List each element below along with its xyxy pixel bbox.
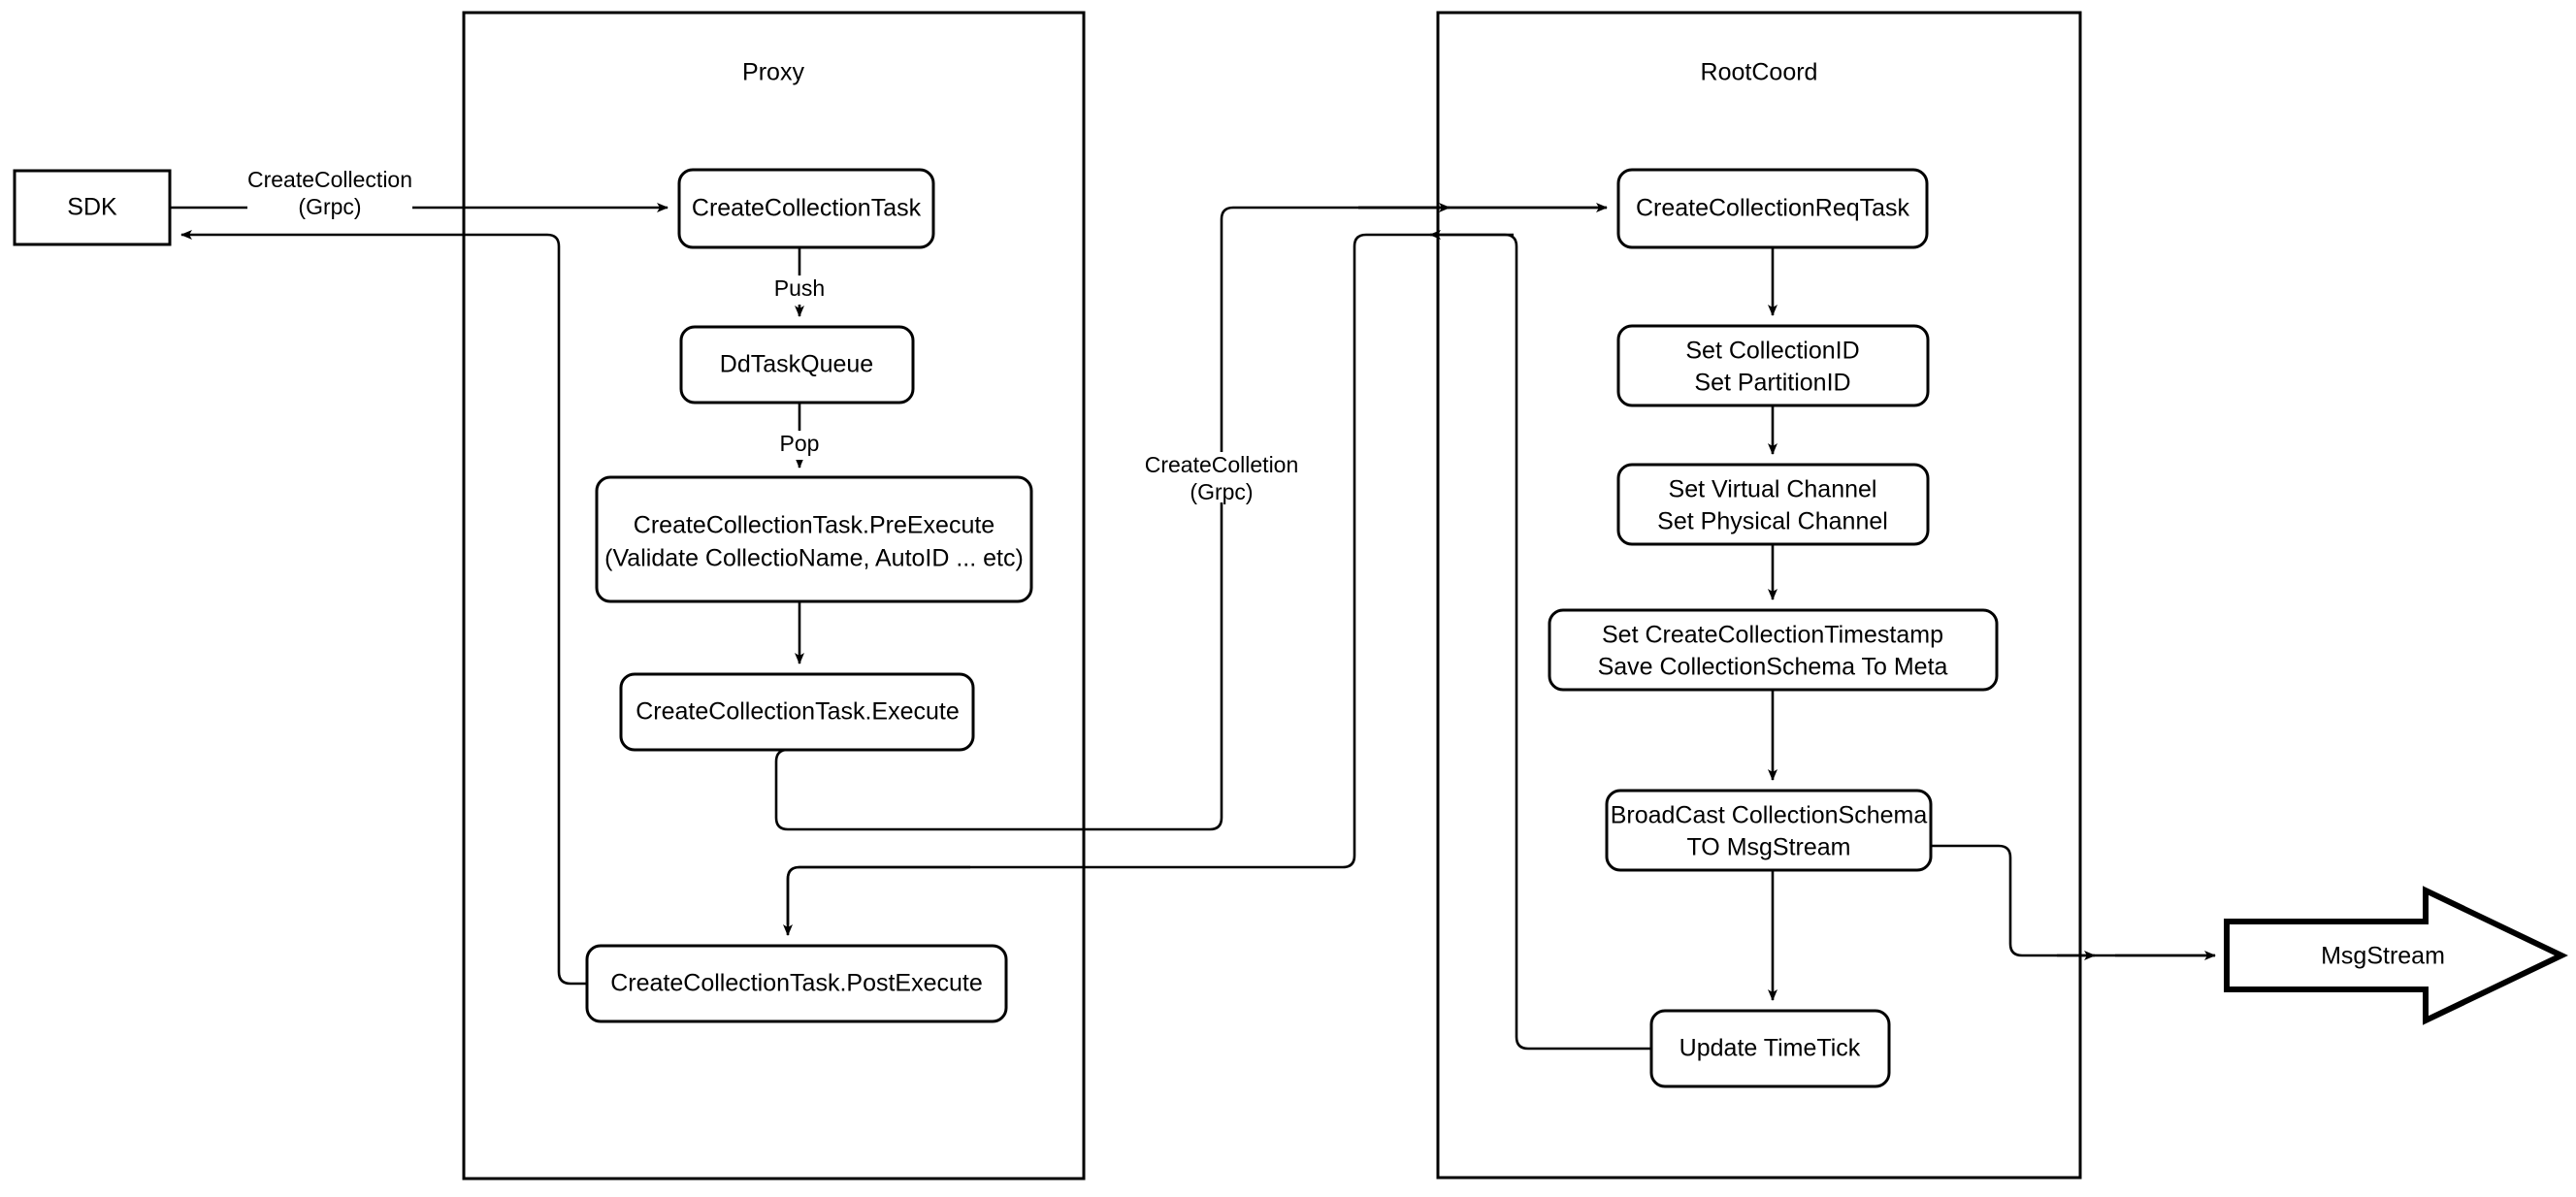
node-create-collection-req-task-label: CreateCollectionReqTask (1636, 195, 1910, 222)
node-postexecute[interactable]: CreateCollectionTask.PostExecute (585, 944, 1008, 1023)
node-set-ids-label-line1: Set CollectionID (1685, 338, 1859, 365)
node-broadcast-label-line2: TO MsgStream (1686, 834, 1850, 861)
node-preexecute-label-line1: CreateCollectionTask.PreExecute (634, 512, 995, 539)
container-rootcoord-label: RootCoord (1701, 59, 1818, 86)
edge-label-sdk-to-proxy-line1: CreateCollection (247, 167, 412, 192)
node-broadcast[interactable]: BroadCast CollectionSchema TO MsgStream (1605, 789, 1933, 872)
node-set-meta[interactable]: Set CreateCollectionTimestamp Save Colle… (1548, 608, 1999, 692)
edge-execute-to-rootcoord (774, 203, 1608, 831)
node-execute-label: CreateCollectionTask.Execute (636, 698, 960, 726)
edge-sdk-response (180, 230, 587, 986)
node-preexecute-label-line2: (Validate CollectioName, AutoID ... etc) (604, 545, 1024, 572)
container-proxy-label: Proxy (742, 59, 804, 86)
edge-label-pop-text: Pop (780, 431, 820, 456)
node-create-collection-task[interactable]: CreateCollectionTask (677, 168, 935, 249)
node-sdk-label: SDK (67, 194, 117, 221)
node-set-channels-label-line2: Set Physical Channel (1657, 508, 1888, 535)
edge-label-pop: Pop (770, 431, 831, 460)
node-postexecute-label: CreateCollectionTask.PostExecute (610, 970, 983, 997)
node-create-collection-task-label: CreateCollectionTask (692, 195, 922, 222)
edge-rootcoord-to-postexec (783, 230, 1651, 1051)
edge-label-proxy-to-rootcoord-line1: CreateColletion (1145, 452, 1299, 477)
node-execute[interactable]: CreateCollectionTask.Execute (619, 672, 975, 752)
edge-broadcast-msgstream (1931, 844, 2216, 960)
node-sdk[interactable]: SDK (13, 169, 172, 246)
node-update-timetick[interactable]: Update TimeTick (1649, 1009, 1891, 1088)
node-create-collection-req-task[interactable]: CreateCollectionReqTask (1616, 168, 1929, 249)
node-msgstream-label: MsgStream (2321, 943, 2445, 970)
node-set-channels-label-line1: Set Virtual Channel (1669, 476, 1877, 503)
node-msgstream[interactable]: MsgStream (2224, 886, 2568, 1025)
node-update-timetick-label: Update TimeTick (1679, 1035, 1861, 1062)
edge-label-sdk-to-proxy: CreateCollection (Grpc) (247, 167, 412, 219)
node-set-channels[interactable]: Set Virtual Channel Set Physical Channel (1616, 463, 1930, 546)
node-broadcast-label-line1: BroadCast CollectionSchema (1611, 802, 1928, 829)
node-set-ids[interactable]: Set CollectionID Set PartitionID (1616, 324, 1930, 407)
node-preexecute[interactable]: CreateCollectionTask.PreExecute (Validat… (595, 475, 1033, 603)
node-set-meta-label-line2: Save CollectionSchema To Meta (1598, 654, 1948, 681)
node-set-meta-label-line1: Set CreateCollectionTimestamp (1602, 622, 1943, 649)
edge-label-sdk-to-proxy-line2: (Grpc) (298, 194, 361, 219)
edge-label-proxy-to-rootcoord: CreateColletion (Grpc) (1140, 452, 1305, 504)
edge-label-push-text: Push (774, 275, 825, 301)
edge-label-proxy-to-rootcoord-line2: (Grpc) (1190, 479, 1253, 504)
node-ddtaskqueue[interactable]: DdTaskQueue (679, 325, 915, 404)
node-set-ids-label-line2: Set PartitionID (1694, 370, 1850, 397)
edge-label-push: Push (766, 275, 834, 305)
node-ddtaskqueue-label: DdTaskQueue (720, 351, 873, 378)
